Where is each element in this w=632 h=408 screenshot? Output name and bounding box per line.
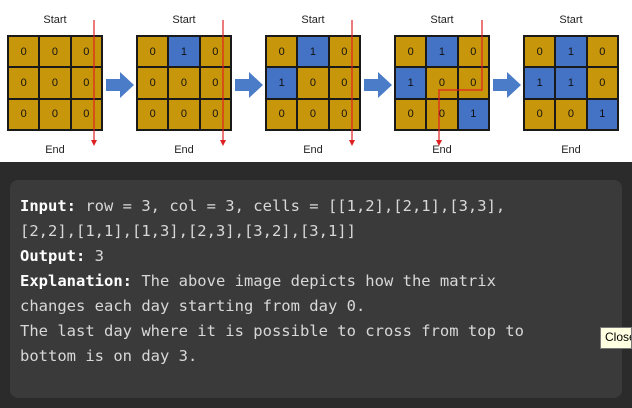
input-line-continued: [2,2],[1,1],[1,3],[2,3],[3,2],[3,1]] — [20, 222, 356, 240]
land-cell: 0 — [426, 98, 458, 130]
end-label: End — [174, 144, 194, 156]
water-cell: 1 — [555, 36, 587, 68]
water-cell: 1 — [426, 36, 458, 68]
next-day-arrow-icon — [106, 72, 136, 98]
land-cell: 0 — [524, 36, 556, 68]
start-label: Start — [172, 14, 196, 26]
explanation-text-4: bottom is on day 3. — [20, 347, 198, 365]
start-label: Start — [559, 14, 583, 26]
water-cell: 1 — [266, 67, 298, 99]
land-cell: 0 — [266, 36, 298, 68]
output-label: Output: — [20, 247, 86, 265]
start-label: Start — [43, 14, 67, 26]
land-cell: 0 — [70, 98, 102, 130]
end-label: End — [432, 144, 452, 156]
water-cell: 1 — [168, 36, 200, 68]
explanation-text-2: changes each day starting from day 0. — [20, 297, 366, 315]
land-cell: 0 — [328, 36, 360, 68]
land-cell: 0 — [328, 67, 360, 99]
land-cell: 0 — [168, 98, 200, 130]
end-label: End — [45, 144, 65, 156]
next-day-arrow-icon — [235, 72, 265, 98]
water-cell: 1 — [524, 67, 556, 99]
land-cell: 0 — [8, 98, 40, 130]
input-line: Input: row = 3, col = 3, cells = [[1,2],… — [20, 194, 612, 219]
explanation-text-3: The last day where it is possible to cro… — [20, 322, 524, 340]
next-day-arrow-icon — [364, 72, 394, 98]
input-value: row = 3, col = 3, cells = [[1,2],[2,1],[… — [76, 197, 506, 215]
water-cell: 1 — [297, 36, 329, 68]
land-cell: 0 — [524, 98, 556, 130]
water-cell: 1 — [395, 67, 427, 99]
close-tooltip: Close — [600, 327, 632, 349]
water-cell: 1 — [586, 98, 618, 130]
land-cell: 0 — [137, 67, 169, 99]
land-cell: 0 — [457, 36, 489, 68]
land-cell: 0 — [297, 67, 329, 99]
explanation-line: Explanation: The above image depicts how… — [20, 269, 612, 294]
land-cell: 0 — [8, 67, 40, 99]
land-cell: 0 — [70, 67, 102, 99]
land-cell: 0 — [266, 98, 298, 130]
end-label: End — [561, 144, 581, 156]
land-cell: 0 — [168, 67, 200, 99]
land-cell: 0 — [199, 67, 231, 99]
input-label: Input: — [20, 197, 76, 215]
land-cell: 0 — [39, 98, 71, 130]
land-cell: 0 — [426, 67, 458, 99]
example-description: Input: row = 3, col = 3, cells = [[1,2],… — [10, 180, 622, 398]
output-line: Output: 3 — [20, 244, 612, 269]
explanation-label: Explanation: — [20, 272, 132, 290]
land-cell: 0 — [395, 36, 427, 68]
land-cell: 0 — [8, 36, 40, 68]
land-cell: 0 — [39, 36, 71, 68]
land-cell: 0 — [70, 36, 102, 68]
land-cell: 0 — [586, 67, 618, 99]
land-cell: 0 — [39, 67, 71, 99]
land-cell: 0 — [555, 98, 587, 130]
water-cell: 1 — [457, 98, 489, 130]
start-label: Start — [301, 14, 325, 26]
start-label: Start — [430, 14, 454, 26]
land-cell: 0 — [137, 98, 169, 130]
explanation-text: The above image depicts how the matrix — [131, 272, 496, 290]
land-cell: 0 — [137, 36, 169, 68]
land-cell: 0 — [586, 36, 618, 68]
water-cell: 1 — [555, 67, 587, 99]
land-cell: 0 — [297, 98, 329, 130]
end-label: End — [303, 144, 323, 156]
land-cell: 0 — [199, 36, 231, 68]
land-cell: 0 — [328, 98, 360, 130]
output-value: 3 — [85, 247, 104, 265]
land-cell: 0 — [199, 98, 231, 130]
next-day-arrow-icon — [493, 72, 523, 98]
land-cell: 0 — [457, 67, 489, 99]
land-cell: 0 — [395, 98, 427, 130]
